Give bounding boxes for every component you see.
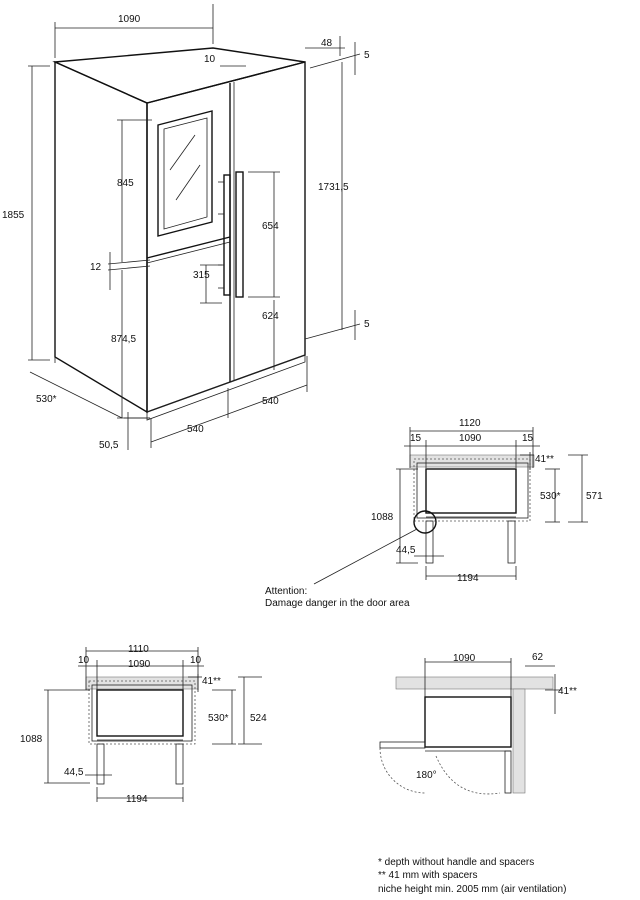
dim-gap-top: 5 xyxy=(364,50,370,61)
attention-text: Damage danger in the door area xyxy=(265,598,410,609)
dim-right-lower: 624 xyxy=(262,311,279,322)
fridge-base xyxy=(146,354,306,421)
dim-open-width: 1194 xyxy=(457,573,479,584)
dim-depth: 530* xyxy=(36,394,57,405)
door-left-open-flat xyxy=(379,741,426,749)
dim-door-open-depth: 1088 xyxy=(371,512,394,523)
dim-upper-door: 845 xyxy=(117,178,134,189)
damage-zone-circle xyxy=(413,510,437,534)
fridge-side-face xyxy=(54,60,148,414)
plan-view-bottom-left: 1110 10 1090 10 41** 530* 524 1088 44,5 … xyxy=(20,644,267,805)
dim-inner-width: 1090 xyxy=(459,433,482,444)
footnote-2: ** 41 mm with spacers xyxy=(378,870,477,881)
dim-open-width: 1194 xyxy=(126,794,148,805)
dim-door-split-gap: 12 xyxy=(90,262,102,273)
footnote-3: niche height min. 2005 mm (air ventilati… xyxy=(378,884,566,895)
dim-depth-top: 48 xyxy=(321,38,333,49)
dim-side-right: 10 xyxy=(190,655,202,666)
left-door-split xyxy=(146,236,231,259)
wall-right xyxy=(512,688,526,794)
fridge-front-face xyxy=(146,61,306,413)
dim-spacer: 41** xyxy=(535,454,554,465)
dim-swing-angle: 180° xyxy=(416,770,437,781)
fridge-body xyxy=(424,696,512,748)
dim-height-door: 1731,5 xyxy=(318,182,349,193)
dim-gap-bottom: 5 xyxy=(364,319,370,330)
dim-depth: 530* xyxy=(540,491,561,502)
door-left-open xyxy=(425,520,434,564)
dim-side-left: 15 xyxy=(410,433,422,444)
left-handle xyxy=(223,174,231,296)
dim-foot: 50,5 xyxy=(99,440,119,451)
dim-outer-width: 1120 xyxy=(459,418,481,429)
footnote-1: * depth without handle and spacers xyxy=(378,857,534,868)
plan-view-top-right: 1120 15 1090 15 41** 530* 571 1088 44,5 … xyxy=(313,418,603,585)
dim-height-total: 1855 xyxy=(2,210,25,221)
dim-depth: 530* xyxy=(208,713,229,724)
dim-depth-total: 524 xyxy=(250,713,267,724)
dim-inner-width: 1090 xyxy=(128,659,151,670)
attention-label: Attention: xyxy=(265,586,307,597)
dim-width-total: 1090 xyxy=(118,14,141,25)
glass-window xyxy=(157,110,213,237)
door-right-open xyxy=(175,743,184,785)
attention-leader xyxy=(313,528,418,585)
dim-outer-width: 1110 xyxy=(128,644,149,655)
dim-side-right: 15 xyxy=(522,433,534,444)
plan-view-bottom-right: 1090 62 41** 180° xyxy=(379,652,577,795)
dim-door-open-depth: 1088 xyxy=(20,734,43,745)
dim-side-gap: 62 xyxy=(532,652,544,663)
door-right-open xyxy=(504,750,512,794)
dim-spacer: 41** xyxy=(202,676,221,687)
door-left-open xyxy=(96,743,105,785)
dim-lower-door: 874,5 xyxy=(111,334,136,345)
dim-door-gap: 10 xyxy=(204,54,216,65)
right-handle xyxy=(235,171,244,298)
fridge-front-view: 1090 10 48 5 1731,5 5 1855 845 12 xyxy=(2,4,370,451)
door-swing-arc xyxy=(379,747,426,794)
dim-depth-total: 571 xyxy=(586,491,603,502)
fridge-body xyxy=(425,468,517,514)
dim-spacer: 41** xyxy=(558,686,577,697)
wall-top xyxy=(409,454,535,468)
door-right-open xyxy=(507,520,516,564)
dim-hinge-offset: 44,5 xyxy=(64,767,84,778)
fridge-body xyxy=(96,689,184,737)
dim-hinge-offset: 44,5 xyxy=(396,545,416,556)
dim-side-left: 10 xyxy=(78,655,90,666)
footnotes: * depth without handle and spacers ** 41… xyxy=(378,857,566,895)
dim-left-width: 540 xyxy=(187,424,204,435)
dim-right-handle: 654 xyxy=(262,221,279,232)
dim-inner-width: 1090 xyxy=(453,653,476,664)
dim-right-width: 540 xyxy=(262,396,279,407)
wall-top xyxy=(85,676,199,690)
wall-top xyxy=(395,676,554,690)
dim-lower-handle: 315 xyxy=(193,270,210,281)
